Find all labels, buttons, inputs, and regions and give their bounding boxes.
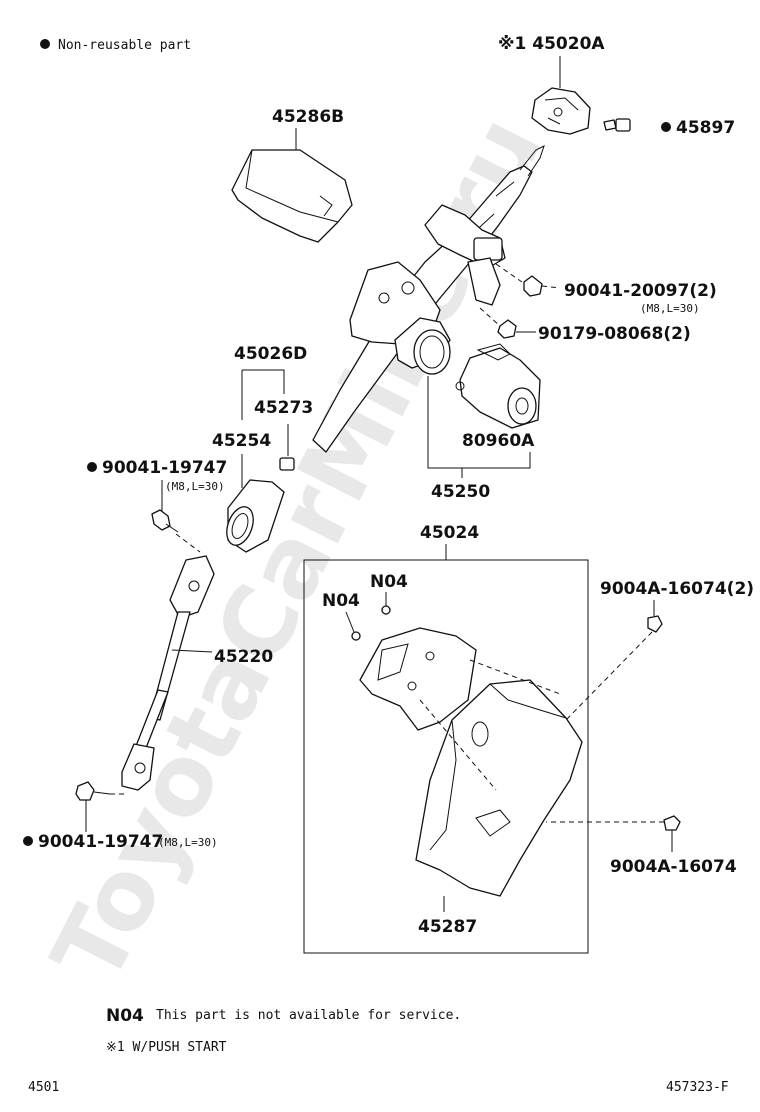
part-lower-bracket[interactable] bbox=[359, 627, 477, 731]
legend-n04-code: N04 bbox=[106, 1006, 144, 1026]
callout-45024: 45024 bbox=[420, 523, 479, 543]
part-45020A-switch[interactable] bbox=[531, 87, 591, 135]
footer-left-code: 4501 bbox=[28, 1080, 59, 1095]
callout-90179-08068: 90179-08068(2) bbox=[538, 324, 691, 344]
callout-45250: 45250 bbox=[431, 482, 490, 502]
part-45220-intermediate-shaft[interactable] bbox=[121, 555, 215, 791]
legend-footnote: ※1 W/PUSH START bbox=[106, 1040, 227, 1055]
nonreusable-dot-icon bbox=[87, 462, 97, 472]
callout-90041-19747-bottom-spec: (M8,L=30) bbox=[158, 836, 218, 849]
callout-45020A: ※1 45020A bbox=[498, 34, 605, 54]
callout-N04-b: N04 bbox=[322, 591, 360, 611]
callout-90041-19747-top: 90041-19747 bbox=[102, 458, 227, 478]
legend-nonreusable-label: Non-reusable part bbox=[58, 38, 191, 53]
callout-45287: 45287 bbox=[418, 917, 477, 937]
callout-90041-20097-spec: (M8,L=30) bbox=[640, 302, 700, 315]
callout-45273: 45273 bbox=[254, 398, 313, 418]
callout-90041-19747-top-spec: (M8,L=30) bbox=[165, 480, 225, 493]
callout-N04-a: N04 bbox=[370, 572, 408, 592]
part-N04-nut-a[interactable] bbox=[381, 605, 391, 615]
callout-45220: 45220 bbox=[214, 647, 273, 667]
part-gasket-ring bbox=[413, 329, 451, 375]
callout-45026D: 45026D bbox=[234, 344, 307, 364]
callout-45254: 45254 bbox=[212, 431, 271, 451]
callout-45286B: 45286B bbox=[272, 107, 344, 127]
part-80960A-motor[interactable] bbox=[455, 343, 541, 429]
footer-right-code: 457323-F bbox=[666, 1080, 729, 1095]
part-90041-19747-bolt-bottom[interactable] bbox=[75, 781, 111, 801]
part-9004A-16074-screw-lower[interactable] bbox=[663, 815, 681, 831]
part-45287-lower-cover[interactable] bbox=[415, 679, 583, 897]
part-45897-screw[interactable] bbox=[603, 118, 631, 132]
part-90041-19747-bolt-top[interactable] bbox=[151, 509, 179, 533]
part-9004A-16074-screw-upper[interactable] bbox=[647, 615, 663, 633]
nonreusable-dot-icon bbox=[23, 836, 33, 846]
callout-80960A: 80960A bbox=[462, 431, 535, 451]
nonreusable-dot-icon bbox=[40, 39, 50, 49]
part-N04-nut-b[interactable] bbox=[351, 631, 361, 641]
nonreusable-dot-icon bbox=[661, 122, 671, 132]
part-90179-nut[interactable] bbox=[497, 319, 517, 339]
part-45286B-upper-cover[interactable] bbox=[231, 149, 353, 243]
callout-45897: 45897 bbox=[676, 118, 735, 138]
callout-90041-19747-bottom: 90041-19747 bbox=[38, 832, 163, 852]
callout-9004A-16074: 9004A-16074 bbox=[610, 857, 737, 877]
part-45254-boot[interactable] bbox=[222, 479, 285, 553]
callout-9004A-16074-2: 9004A-16074(2) bbox=[600, 579, 754, 599]
part-45273-clip[interactable] bbox=[279, 457, 295, 471]
part-90041-20097-bolt[interactable] bbox=[523, 275, 543, 297]
callout-90041-20097: 90041-20097(2) bbox=[564, 281, 717, 301]
legend-n04-text: This part is not available for service. bbox=[156, 1008, 461, 1023]
